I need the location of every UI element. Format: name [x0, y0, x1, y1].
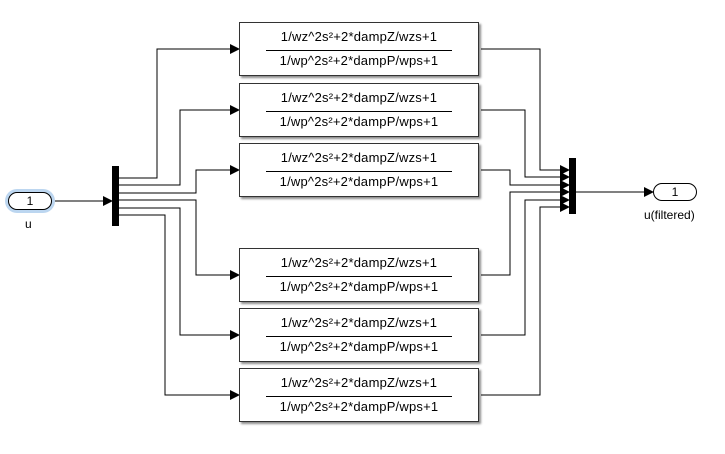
signal-demux-to-block-1[interactable] — [119, 44, 240, 179]
tf-denominator: 1/wp^2s²+2*dampP/wps+1 — [279, 53, 439, 68]
signal-block-2-to-mux[interactable] — [481, 109, 570, 182]
inport-number: 1 — [26, 194, 34, 208]
fraction-bar — [266, 276, 452, 277]
fraction-bar — [266, 50, 452, 51]
signal-block-4-to-mux[interactable] — [481, 187, 570, 276]
tf-numerator: 1/wz^2s²+2*dampZ/wzs+1 — [280, 315, 438, 330]
outport-number: 1 — [671, 185, 679, 199]
fraction-bar — [266, 396, 452, 397]
fraction-bar — [266, 171, 452, 172]
transfer-fcn-block-2[interactable]: 1/wz^2s²+2*dampZ/wzs+1 1/wp^2s²+2*dampP/… — [239, 83, 479, 137]
inport-label: u — [25, 217, 32, 231]
signal-block-1-to-mux[interactable] — [481, 48, 570, 175]
signal-demux-to-block-3[interactable] — [119, 165, 240, 194]
signal-block-6-to-mux[interactable] — [481, 202, 570, 396]
tf-denominator: 1/wp^2s²+2*dampP/wps+1 — [279, 114, 439, 129]
demux-block[interactable] — [112, 166, 119, 226]
signal-block-5-to-mux[interactable] — [481, 195, 570, 336]
tf-denominator: 1/wp^2s²+2*dampP/wps+1 — [279, 174, 439, 189]
mux-block[interactable] — [569, 158, 576, 214]
fraction-bar — [266, 111, 452, 112]
signal-block-3-to-mux[interactable] — [481, 169, 570, 190]
tf-denominator: 1/wp^2s²+2*dampP/wps+1 — [279, 339, 439, 354]
tf-numerator: 1/wz^2s²+2*dampZ/wzs+1 — [280, 29, 438, 44]
transfer-fcn-block-1[interactable]: 1/wz^2s²+2*dampZ/wzs+1 1/wp^2s²+2*dampP/… — [239, 22, 479, 76]
tf-denominator: 1/wp^2s²+2*dampP/wps+1 — [279, 279, 439, 294]
signal-demux-to-block-4[interactable] — [119, 199, 240, 280]
tf-denominator: 1/wp^2s²+2*dampP/wps+1 — [279, 399, 439, 414]
tf-numerator: 1/wz^2s²+2*dampZ/wzs+1 — [280, 255, 438, 270]
transfer-fcn-block-3[interactable]: 1/wz^2s²+2*dampZ/wzs+1 1/wp^2s²+2*dampP/… — [239, 143, 479, 197]
outport-u-filtered[interactable]: 1 — [653, 183, 697, 201]
signal-demux-to-block-6[interactable] — [119, 214, 240, 400]
tf-numerator: 1/wz^2s²+2*dampZ/wzs+1 — [280, 90, 438, 105]
signal-demux-to-block-5[interactable] — [119, 207, 240, 340]
tf-numerator: 1/wz^2s²+2*dampZ/wzs+1 — [280, 375, 438, 390]
transfer-fcn-block-6[interactable]: 1/wz^2s²+2*dampZ/wzs+1 1/wp^2s²+2*dampP/… — [239, 368, 479, 422]
transfer-fcn-block-4[interactable]: 1/wz^2s²+2*dampZ/wzs+1 1/wp^2s²+2*dampP/… — [239, 248, 479, 302]
fraction-bar — [266, 336, 452, 337]
outport-label: u(filtered) — [644, 208, 695, 222]
tf-numerator: 1/wz^2s²+2*dampZ/wzs+1 — [280, 150, 438, 165]
transfer-fcn-block-5[interactable]: 1/wz^2s²+2*dampZ/wzs+1 1/wp^2s²+2*dampP/… — [239, 308, 479, 362]
inport-u[interactable]: 1 — [8, 192, 52, 210]
signal-lines — [52, 44, 654, 400]
signal-demux-to-block-2[interactable] — [119, 105, 240, 186]
